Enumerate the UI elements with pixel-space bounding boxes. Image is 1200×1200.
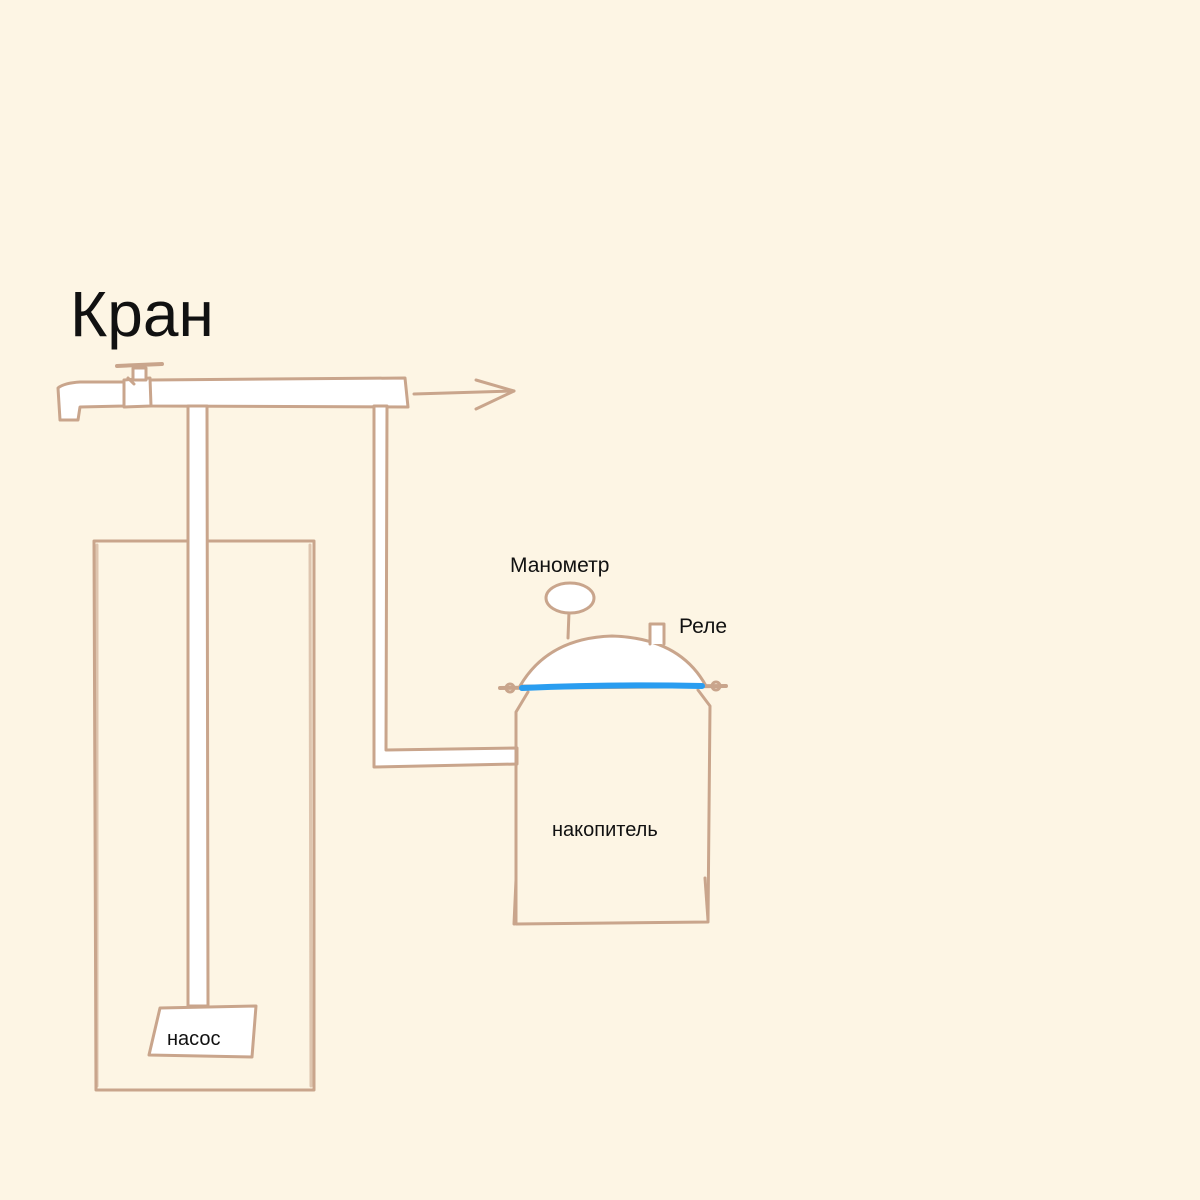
faucet-label: Кран bbox=[70, 278, 214, 350]
pump-label: насос bbox=[167, 1028, 221, 1050]
faucet-icon bbox=[56, 362, 164, 422]
outlet-arrow-icon bbox=[412, 378, 516, 411]
pump-icon bbox=[147, 1004, 258, 1059]
main-pipe-horizontal bbox=[148, 376, 410, 409]
pressure-gauge-label: Манометр bbox=[510, 554, 610, 577]
tank-feed-pipe bbox=[372, 404, 519, 769]
accumulator-tank-label: накопитель bbox=[552, 819, 658, 841]
tank-dome bbox=[518, 634, 708, 688]
accumulator-tank bbox=[512, 688, 712, 926]
pressure-relay-icon bbox=[648, 622, 666, 646]
pressure-gauge-icon bbox=[544, 581, 596, 640]
pump-riser-pipe bbox=[186, 404, 210, 1008]
well-casing bbox=[92, 539, 316, 1092]
tank-membrane bbox=[519, 682, 705, 691]
pressure-relay-label: Реле bbox=[679, 615, 727, 638]
